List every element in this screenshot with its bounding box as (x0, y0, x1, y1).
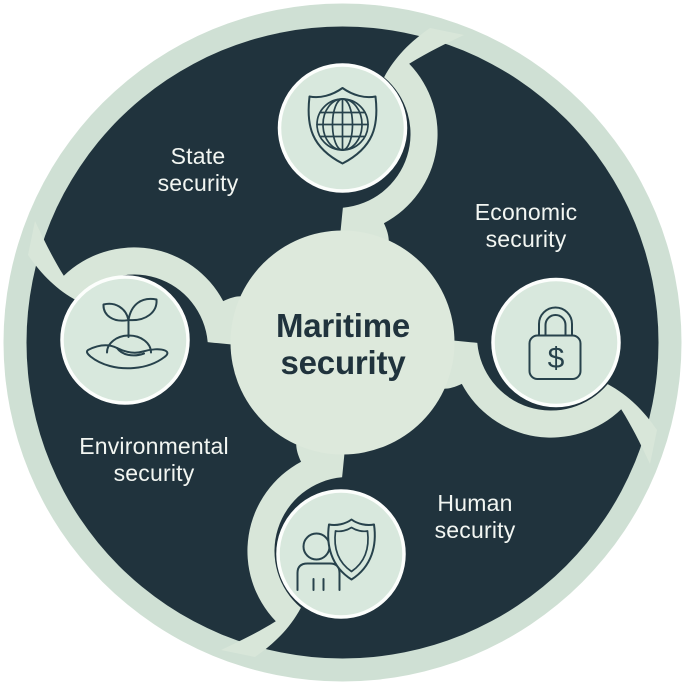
label-line: Environmental (79, 433, 229, 459)
label-line: security (157, 170, 239, 196)
label-economic-security: Economic security (426, 199, 626, 253)
icon-circle-environmental (60, 275, 190, 405)
label-line: security (113, 460, 195, 486)
center-circle (230, 230, 455, 455)
center-title: Maritime security (223, 307, 463, 381)
label-environmental-security: Environmental security (39, 433, 269, 487)
center-title-line2: security (280, 344, 406, 381)
dollar-padlock-icon: $ (528, 306, 582, 380)
plant-in-hand-icon (85, 297, 169, 370)
divider-top (340, 28, 464, 262)
label-state-security: State security (103, 143, 293, 197)
label-line: security (485, 226, 567, 252)
segment-dividers (28, 28, 657, 657)
person-shield-icon (296, 518, 376, 591)
dollar-symbol: $ (548, 342, 565, 375)
center-title-line1: Maritime (275, 307, 411, 344)
label-human-security: Human security (380, 490, 570, 544)
label-line: Human (437, 490, 513, 516)
label-line: State (170, 143, 226, 169)
globe-shield-icon (307, 87, 378, 165)
label-line: Economic (474, 199, 578, 225)
label-line: security (434, 517, 516, 543)
